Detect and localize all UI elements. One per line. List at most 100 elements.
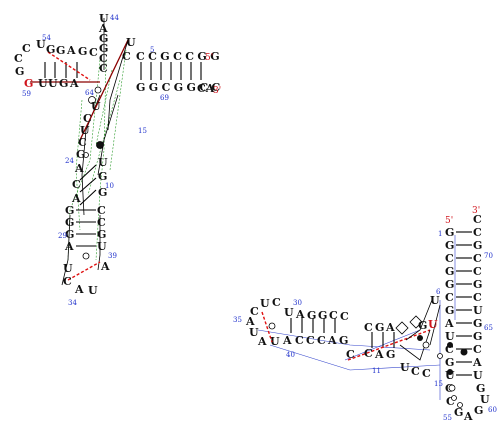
left-strand-nt: G — [445, 226, 454, 239]
junction-nt: U — [400, 361, 410, 374]
top-nt: A — [98, 22, 108, 35]
structure-a-d-stem: U G C A G — [71, 156, 108, 206]
vertical-nt: A — [74, 162, 84, 175]
right-strand-nt: C — [473, 252, 482, 265]
arm-top-nt: G — [307, 309, 316, 322]
arm-bottom-nt: A — [327, 334, 337, 347]
right-strand-nt: C — [473, 265, 482, 278]
top-nt: U — [126, 36, 136, 49]
top-nt: U — [99, 12, 109, 25]
anticodon-right-nt: C — [97, 216, 106, 229]
left-strand-nt: G — [445, 278, 454, 291]
arm-top-nt: C — [340, 310, 349, 323]
position-number: 5 — [150, 46, 154, 54]
structure-b: G G C G G C G A U C G U C C C G C C G C … — [233, 206, 497, 423]
arm-bottom-nt: C — [295, 334, 304, 347]
junction-nt: G — [418, 319, 427, 332]
right-strand-nt: U — [473, 304, 483, 317]
vertical-nt: U — [80, 124, 90, 137]
hairpin-nt: U — [38, 77, 48, 90]
structure-a-acceptor-pairs — [140, 62, 202, 80]
left-strand-nt: U — [445, 369, 455, 382]
loop-nt: A — [74, 283, 84, 296]
vertical-nt: U — [91, 100, 101, 113]
position-number: 29 — [58, 232, 67, 240]
hairpin-red-nt: G — [24, 77, 33, 90]
position-number: 15 — [434, 380, 443, 388]
bottom-loop-nt: G — [474, 404, 483, 417]
position-number: 15 — [138, 127, 147, 135]
structure-a-vertical: U C U C G A — [74, 100, 101, 175]
position-number: 11 — [372, 367, 381, 375]
top-nt: G — [99, 32, 108, 45]
junction-nt: C — [364, 347, 373, 360]
stem-3p-strand: GGCGGCC — [136, 81, 224, 94]
structure-a-numbers: 44 54 59 5 69 64 15 24 10 29 39 34 — [22, 14, 169, 307]
left-strand-nt: A — [444, 317, 454, 330]
d-stem-nt: G — [98, 170, 107, 183]
right-strand-nt: C — [473, 226, 482, 239]
junction-nt: A — [385, 321, 395, 334]
anticodon-left-nt: G — [65, 228, 74, 241]
vertical-nt: C — [83, 112, 92, 125]
hairpin-nt: G — [46, 43, 55, 56]
arm-top-nt: C — [272, 296, 281, 309]
position-number: 34 — [68, 299, 77, 307]
structure-b-numbers: 1 70 6 30 35 40 11 65 15 55 60 — [233, 230, 497, 422]
right-strand-nt: G — [476, 382, 485, 395]
position-number: 30 — [293, 299, 302, 307]
three-prime-end-b: 3' — [472, 206, 480, 216]
arm-top-nt: U — [260, 297, 270, 310]
position-number: 60 — [488, 406, 497, 414]
anticodon-left-nt: G — [65, 216, 74, 229]
left-strand-nt: C — [445, 252, 454, 265]
right-strand-nt: G — [473, 278, 482, 291]
junction-nt: A — [374, 348, 384, 361]
hairpin-nt: G — [78, 45, 87, 58]
arm-top-nt: A — [295, 308, 305, 321]
position-number: 65 — [484, 324, 493, 332]
hairpin-nt: C — [22, 42, 31, 55]
left-strand-nt: U — [445, 330, 455, 343]
structure-b-bottom-loop: C G A G U — [446, 393, 490, 423]
right-strand-nt: G — [473, 317, 482, 330]
right-strand-nt: C — [473, 213, 482, 226]
anticodon-right-nt: C — [97, 204, 106, 217]
right-strand-nt: C — [473, 343, 482, 356]
left-strand-nt: G — [445, 304, 454, 317]
loop-nt: U — [88, 284, 98, 297]
junction-nt: C — [422, 367, 431, 380]
vertical-nt: G — [76, 148, 85, 161]
structure-b-right-pairs — [447, 322, 472, 392]
arm-bottom-nt: U — [270, 335, 280, 348]
loop-nt: U — [63, 262, 73, 275]
arm-bottom-nt: C — [317, 334, 326, 347]
structure-b-right-strand: C C G C C G C U G G C A U G — [472, 213, 485, 395]
bottom-loop-nt: A — [463, 410, 473, 423]
arm-top-nt: G — [318, 309, 327, 322]
junction-nt: U — [430, 294, 440, 307]
top-nt: G — [99, 42, 108, 55]
structure-b-acceptor-stem — [456, 231, 472, 311]
structure-a-top-strand: U A G G C C U C — [98, 12, 136, 75]
position-number: 69 — [160, 94, 169, 102]
hairpin-nt: G — [56, 44, 65, 57]
vertical-nt: C — [78, 136, 87, 149]
position-number: 35 — [233, 316, 242, 324]
hairpin-nt: G — [59, 77, 68, 90]
d-stem-nt: A — [71, 192, 81, 205]
structure-a-anticodon-stem: G G G A C C G U — [64, 204, 107, 260]
five-prime-end-a: 5' — [205, 53, 213, 63]
loop-left-nt: C — [250, 305, 259, 318]
left-strand-nt: C — [445, 343, 454, 356]
right-strand-nt: G — [473, 330, 482, 343]
bottom-loop-nt: G — [454, 406, 463, 419]
position-number: 10 — [105, 182, 114, 190]
position-number: 64 — [85, 89, 94, 97]
top-nt: C — [99, 62, 108, 75]
structure-b-arm: U C U A G G C C C A U A U A C C C A G — [245, 296, 349, 348]
stem-5p-strand: CCGCCGG — [136, 50, 223, 63]
loop-left-nt: A — [257, 335, 267, 348]
hairpin-nt: U — [36, 38, 46, 51]
